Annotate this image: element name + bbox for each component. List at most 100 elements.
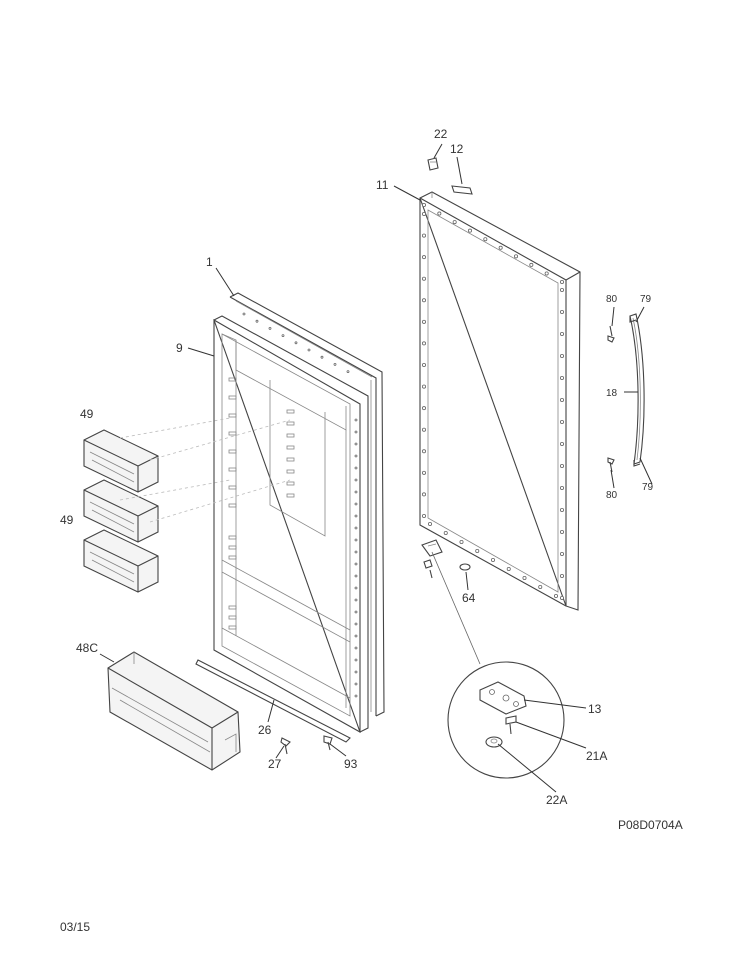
door-gasket bbox=[229, 292, 385, 717]
gasket-dot bbox=[354, 682, 358, 686]
door-bin-edge bbox=[137, 455, 159, 467]
gasket-dot bbox=[354, 610, 358, 614]
panel-hole bbox=[443, 531, 448, 536]
panel-hole bbox=[498, 245, 503, 250]
door-bin-body bbox=[83, 429, 159, 493]
panel-hole bbox=[506, 567, 511, 572]
bottom-door-bin bbox=[107, 651, 241, 771]
liner-peg bbox=[228, 395, 237, 400]
panel-hole bbox=[427, 522, 432, 527]
panel-hole bbox=[421, 470, 426, 475]
liner-peg bbox=[228, 377, 237, 382]
label-64: 64 bbox=[462, 591, 476, 605]
liner-peg bbox=[228, 431, 237, 436]
date-code: 03/15 bbox=[60, 920, 91, 934]
door-bin-rib bbox=[89, 451, 135, 475]
panel-hole bbox=[560, 574, 565, 579]
label-22: 22 bbox=[434, 127, 448, 141]
gasket-dot bbox=[354, 430, 358, 434]
gasket-dot bbox=[354, 562, 358, 566]
panel-hole bbox=[421, 449, 426, 454]
handle-screw-top bbox=[607, 325, 615, 343]
liner-peg bbox=[286, 493, 295, 498]
door-bin-body bbox=[83, 529, 159, 593]
bin-alignment-lines bbox=[119, 417, 291, 523]
panel-hole bbox=[437, 211, 442, 216]
door-bin-body bbox=[83, 479, 159, 543]
panel-hole bbox=[560, 419, 565, 424]
liner-peg bbox=[228, 503, 237, 508]
liner-peg bbox=[228, 449, 237, 454]
drawing-id: P08D0704A bbox=[618, 818, 683, 832]
gasket-dot bbox=[333, 362, 337, 366]
gasket-dot bbox=[354, 586, 358, 590]
label-26: 26 bbox=[258, 723, 272, 737]
panel-hole bbox=[452, 220, 457, 225]
panel-hole bbox=[554, 594, 559, 599]
label-18: 18 bbox=[606, 388, 618, 399]
panel-hole bbox=[421, 384, 426, 389]
panel-hole bbox=[560, 397, 565, 402]
panel-hole bbox=[421, 492, 426, 497]
gasket-dot bbox=[354, 658, 358, 662]
gasket-dot bbox=[354, 454, 358, 458]
gasket-dot bbox=[354, 442, 358, 446]
liner-shelf-pegs bbox=[228, 377, 295, 630]
label-79-top: 79 bbox=[640, 294, 652, 305]
panel-hole bbox=[560, 552, 565, 557]
gasket-dot bbox=[354, 622, 358, 626]
liner-peg bbox=[228, 485, 237, 490]
label-80-top: 80 bbox=[606, 294, 618, 305]
door-bin bbox=[83, 429, 159, 493]
door-bin-rib bbox=[89, 551, 135, 575]
gasket-dot bbox=[354, 514, 358, 518]
door-bin-rib bbox=[91, 459, 135, 483]
liner-peg bbox=[228, 467, 237, 472]
panel-hole bbox=[421, 211, 426, 216]
gasket-dot bbox=[255, 319, 259, 323]
label-11: 11 bbox=[376, 178, 389, 192]
label-1: 1 bbox=[206, 255, 213, 269]
gasket-dot bbox=[354, 694, 358, 698]
screw-93 bbox=[323, 735, 333, 751]
gasket-dot bbox=[354, 670, 358, 674]
gasket-dot bbox=[320, 355, 324, 359]
label-13: 13 bbox=[588, 702, 602, 716]
door-bin-edge bbox=[137, 555, 159, 567]
panel-hole bbox=[421, 255, 426, 260]
panel-hole bbox=[544, 271, 549, 276]
liner-peg bbox=[228, 615, 237, 620]
panel-hole bbox=[421, 427, 426, 432]
panel-hole bbox=[538, 585, 543, 590]
liner-peg bbox=[286, 457, 295, 462]
label-93: 93 bbox=[344, 757, 358, 771]
liner-peg bbox=[228, 545, 237, 550]
gasket-dots bbox=[242, 312, 358, 698]
bottom-hinge bbox=[421, 539, 443, 579]
door-label-plate bbox=[451, 185, 473, 195]
washer-64 bbox=[459, 563, 471, 571]
liner-peg bbox=[286, 421, 295, 426]
gasket-dot bbox=[281, 334, 285, 338]
label-12: 12 bbox=[450, 142, 464, 156]
panel-hole bbox=[560, 463, 565, 468]
panel-hole bbox=[560, 279, 565, 284]
door-bin-edge bbox=[137, 505, 159, 517]
liner-peg bbox=[286, 469, 295, 474]
panel-hole bbox=[560, 287, 565, 292]
gasket-dot bbox=[242, 312, 246, 316]
label-80-bottom: 80 bbox=[606, 490, 618, 501]
door-bins bbox=[83, 429, 159, 593]
gasket-dot bbox=[354, 478, 358, 482]
screw-27 bbox=[280, 737, 291, 755]
gasket-dot bbox=[346, 370, 350, 374]
panel-hole bbox=[421, 341, 426, 346]
door-bin-rib bbox=[91, 559, 135, 583]
panel-hole bbox=[421, 362, 426, 367]
panel-hole bbox=[560, 375, 565, 380]
panel-hole bbox=[467, 228, 472, 233]
label-49-bottom: 49 bbox=[60, 513, 74, 527]
gasket-dot bbox=[354, 646, 358, 650]
panel-hole bbox=[560, 485, 565, 490]
label-9: 9 bbox=[176, 341, 183, 355]
